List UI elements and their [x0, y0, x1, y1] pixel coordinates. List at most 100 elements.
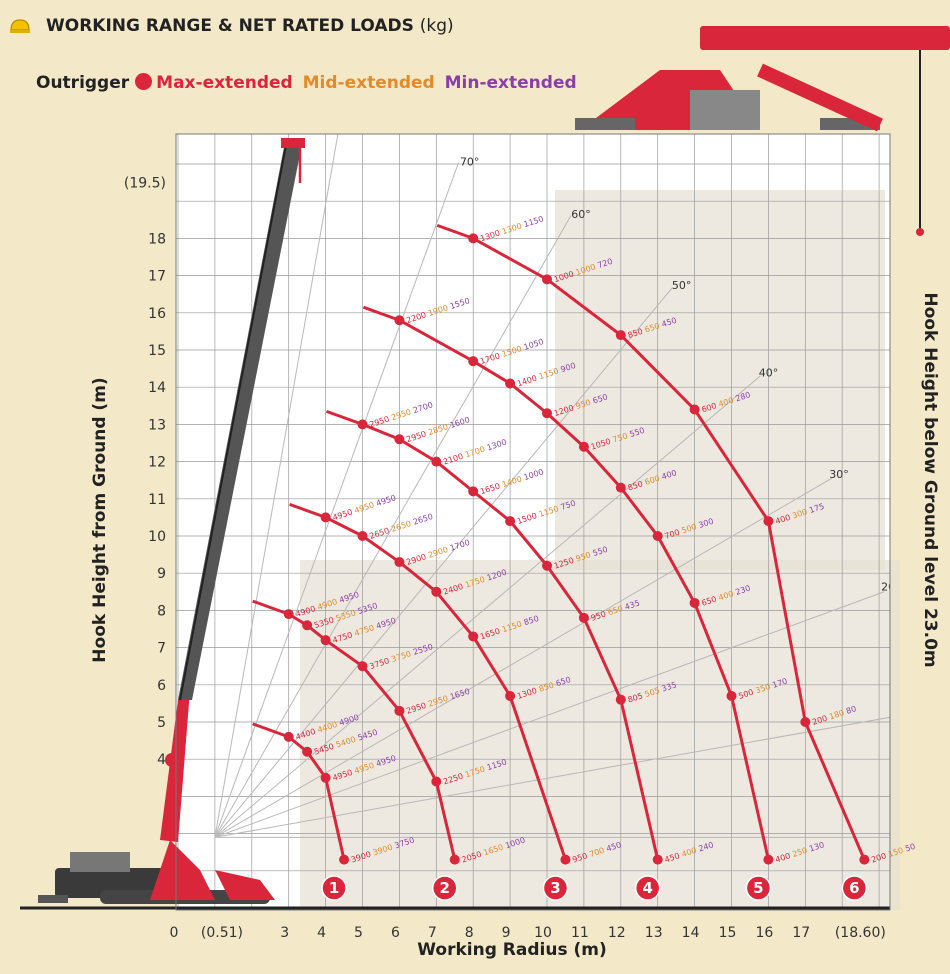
x-tick-label: 9 — [502, 925, 511, 941]
boom-section-number: 4 — [642, 879, 652, 897]
boom-section-number: 6 — [849, 879, 859, 897]
load-point — [339, 854, 350, 865]
load-min: 400 — [661, 468, 678, 481]
y-axis-right-label: Hook Height below Ground level 23.0m — [920, 292, 940, 667]
angle-label: 10° — [913, 700, 933, 713]
boom-section-badge-3 — [542, 875, 569, 901]
load-point — [763, 854, 774, 865]
x-tick-label: 14 — [682, 925, 700, 941]
load-point — [542, 560, 552, 571]
y-tick-label: 11 — [148, 492, 166, 508]
x-tick-label: 7 — [428, 925, 437, 941]
crane-hook-icon — [10, 19, 30, 33]
legend-outrigger-label: Outrigger — [36, 73, 130, 93]
angle-line — [214, 716, 890, 838]
y-tick-label: 6 — [157, 678, 166, 694]
load-point — [689, 597, 700, 608]
load-point — [283, 609, 294, 620]
load-min: 550 — [592, 545, 609, 558]
y-axis-label: Hook Height from Ground (m) — [90, 377, 110, 663]
boom-section-number: 2 — [440, 879, 450, 897]
load-point — [468, 233, 479, 244]
angle-label: 30° — [829, 468, 849, 481]
load-min: 175 — [808, 502, 825, 515]
x-tick-label: 15 — [719, 925, 737, 941]
y-tick-label: 4 — [157, 752, 166, 768]
boom-section-number: 3 — [550, 879, 560, 897]
load-min: 170 — [771, 677, 788, 690]
load-min: 435 — [624, 598, 641, 611]
arc-6 — [436, 223, 866, 861]
y-tick-label: 17 — [148, 269, 166, 285]
legend-marker-icon — [135, 73, 153, 90]
y-tick-label: (19.5) — [124, 176, 166, 192]
load-point — [578, 441, 589, 452]
load-min: 230 — [734, 584, 751, 597]
x-tick-label: 13 — [645, 925, 663, 941]
legend-min-label: Min-extended — [444, 73, 577, 93]
load-point — [468, 356, 479, 367]
load-point — [394, 434, 405, 445]
load-point — [320, 772, 331, 783]
crane-topview-icon — [575, 26, 950, 236]
y-tick-label: 15 — [148, 343, 166, 359]
load-point — [542, 408, 552, 419]
angle-line — [214, 134, 339, 838]
x-tick-label: 0 — [170, 925, 179, 941]
y-tick-label: 8 — [157, 603, 166, 619]
x-tick-label: 3 — [280, 925, 289, 941]
load-point — [394, 705, 405, 716]
load-point — [560, 854, 571, 865]
load-point — [615, 330, 626, 341]
x-tick-label: 10 — [534, 925, 552, 941]
load-point — [615, 482, 626, 493]
y-tick-label: 5 — [157, 715, 166, 731]
load-min: 335 — [661, 680, 678, 693]
load-point — [449, 854, 460, 865]
load-min: 720 — [596, 257, 613, 270]
load-min: 650 — [555, 675, 572, 688]
angle-label: 80° — [341, 124, 361, 137]
y-axis-right-label-text: Hook Height below Ground level — [920, 292, 940, 603]
load-point — [302, 620, 313, 631]
arc-3 — [289, 502, 567, 861]
legend-max-label: Max-extended — [156, 73, 293, 93]
plot-border — [175, 133, 891, 911]
crane-carrier-icon — [38, 840, 275, 904]
load-point — [357, 531, 368, 541]
load-point — [468, 486, 479, 497]
x-axis-label: Working Radius (m) — [417, 940, 607, 960]
y-tick-label: 13 — [148, 417, 166, 433]
angle-line — [214, 477, 832, 838]
y-tick-label: 18 — [148, 231, 166, 247]
boom-section-number: 1 — [329, 879, 339, 897]
x-tick-label: 6 — [391, 925, 400, 941]
x-tick-label: 12 — [608, 925, 626, 941]
load-min: 750 — [560, 499, 577, 512]
load-point — [615, 694, 626, 705]
chart-title-text: WORKING RANGE & NET RATED LOADS — [46, 16, 414, 36]
background-figure — [300, 190, 900, 910]
load-min: 50 — [904, 842, 916, 854]
load-point — [357, 419, 368, 430]
load-point — [320, 512, 331, 523]
y-tick-label: 12 — [148, 455, 166, 471]
y-tick-label: 16 — [148, 306, 166, 322]
load-point — [542, 274, 552, 285]
load-point — [578, 612, 589, 623]
x-tick-label: 16 — [755, 925, 773, 941]
boom-section-badge-4 — [634, 875, 661, 901]
load-point — [505, 378, 516, 389]
boom-section-badge-6 — [841, 875, 868, 901]
load-point — [468, 631, 479, 642]
y-tick-label: 14 — [148, 380, 166, 396]
x-tick-label: 4 — [317, 925, 326, 941]
load-min: 650 — [592, 392, 609, 405]
load-point — [652, 531, 663, 541]
load-point — [859, 854, 870, 865]
x-tick-label: 11 — [571, 925, 589, 941]
